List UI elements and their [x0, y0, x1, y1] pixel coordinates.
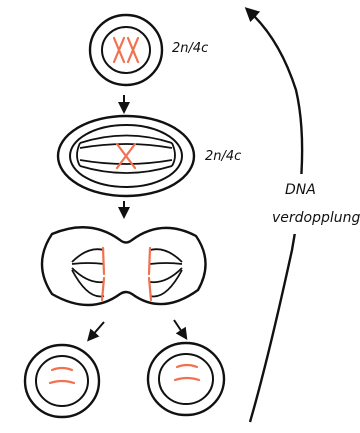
ploidy-label-1: 2n/4c	[172, 41, 208, 56]
daughter-cell-left	[25, 345, 99, 417]
ploidy-label-2: 2n/4c	[205, 149, 241, 164]
cycle-label-line2: verdopplung	[272, 210, 360, 226]
cell-stage-2	[58, 116, 194, 196]
arrow-diagonal-icon	[91, 322, 104, 337]
chromosome-x-pair	[114, 38, 138, 62]
chromosomes-daughter-left	[50, 368, 74, 383]
arrow-diagonal-icon	[174, 320, 184, 335]
spindle-left	[72, 249, 104, 296]
daughter-cell-right	[148, 343, 224, 415]
cycle-label-line1: DNA	[285, 182, 316, 198]
chromosomes-daughter-right	[175, 365, 199, 380]
cell-stage-1	[90, 15, 162, 85]
spindle-right	[150, 249, 182, 296]
cell-stage-3	[42, 227, 206, 305]
